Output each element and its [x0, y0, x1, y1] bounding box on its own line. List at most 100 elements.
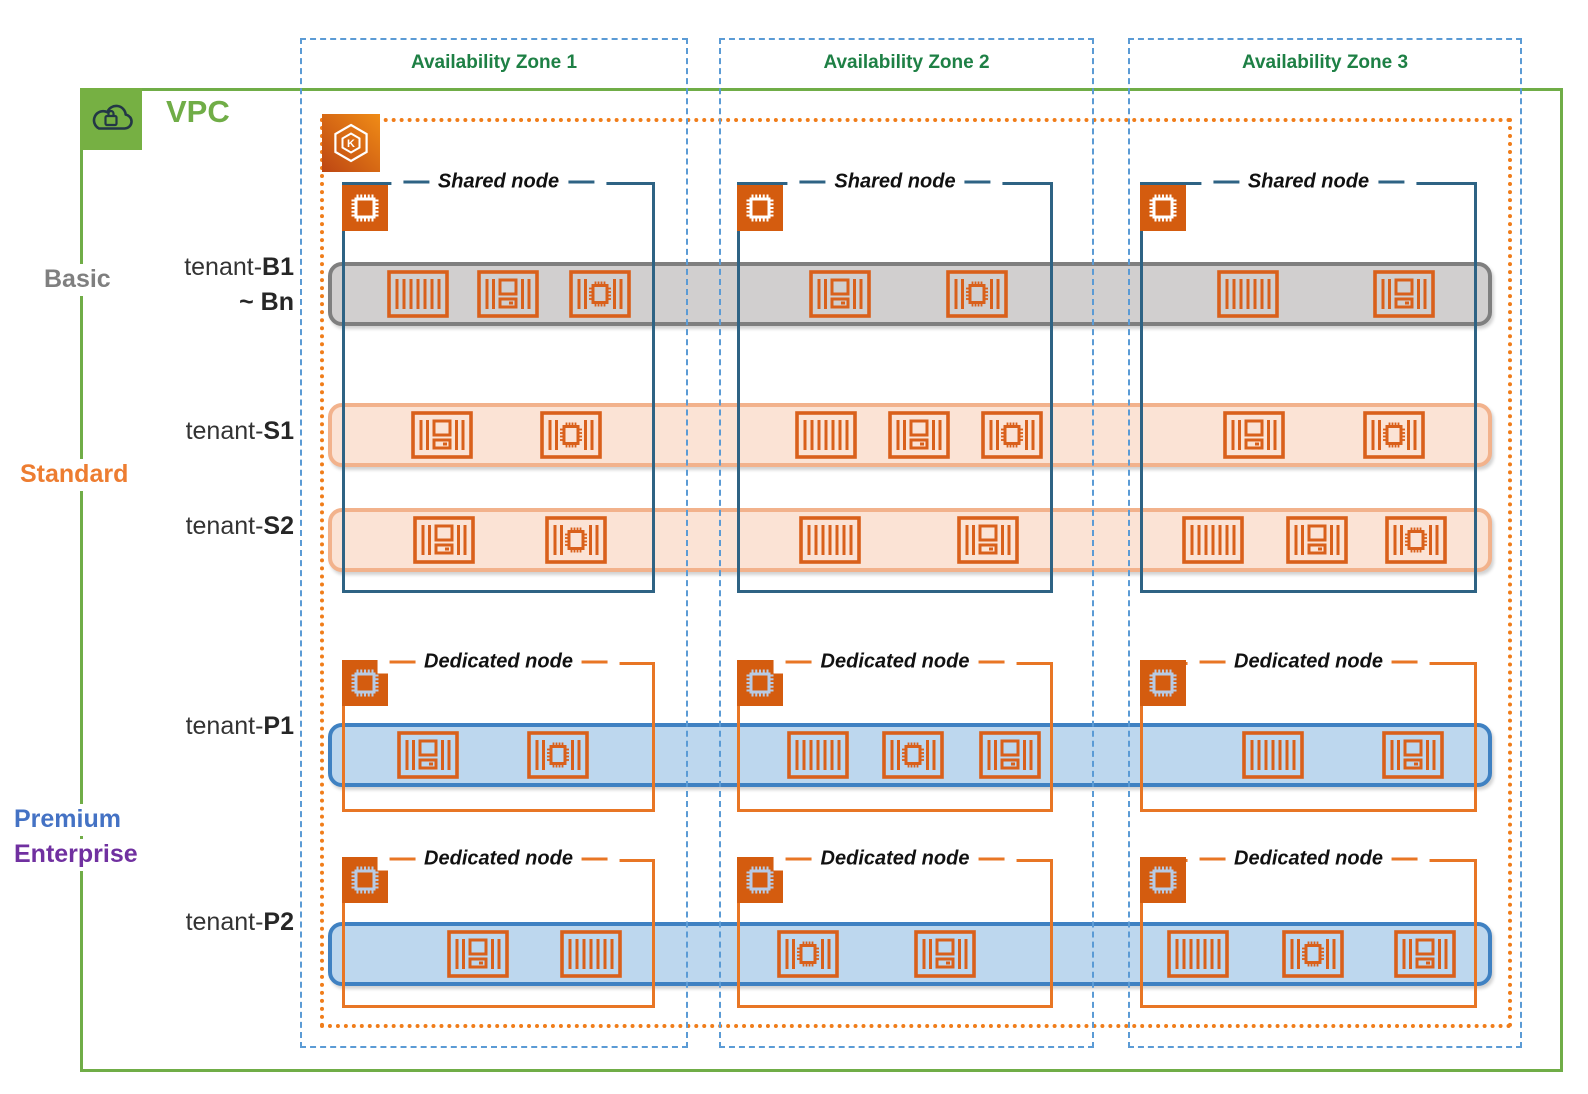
shared-node-label-az1: Shared node	[390, 170, 607, 194]
container-instance-icon	[888, 411, 950, 459]
container-instance-icon	[979, 731, 1041, 779]
node-chip-icon-dedicated	[1140, 857, 1186, 903]
availability-zone-label-1: Availability Zone 1	[410, 52, 578, 73]
container-chip-icon	[540, 411, 602, 459]
tenant-prefix: tenant-	[184, 253, 263, 281]
label-dash	[581, 660, 608, 664]
label-dash	[964, 180, 991, 184]
container-instance-icon	[1394, 930, 1456, 978]
dedicated-node-label-az1-row1: Dedicated node	[377, 650, 620, 674]
svg-text:K: K	[347, 138, 355, 150]
node-label-text: Shared node	[834, 170, 956, 193]
label-dash	[389, 857, 416, 861]
node-label-text: Dedicated node	[1234, 847, 1383, 870]
container-bars-icon	[795, 411, 857, 459]
node-chip-icon-dedicated	[1140, 660, 1186, 706]
container-bars-icon	[787, 731, 849, 779]
shared-node-label-az3: Shared node	[1200, 170, 1417, 194]
tenant-prefix: tenant-	[185, 712, 264, 740]
label-dash	[1378, 180, 1405, 184]
label-dash	[389, 660, 416, 664]
node-label-text: Dedicated node	[820, 650, 970, 673]
label-dash	[581, 857, 608, 861]
container-chip-icon	[527, 731, 589, 779]
container-instance-icon	[413, 516, 475, 564]
label-dash	[1199, 857, 1226, 861]
container-chip-icon	[1282, 930, 1344, 978]
node-label-text: Dedicated node	[424, 847, 573, 870]
container-bars-icon	[560, 930, 622, 978]
container-chip-icon	[946, 270, 1008, 318]
tenant-id: P1	[263, 712, 294, 740]
tier-label-enterprise: Enterprise	[8, 839, 144, 871]
msk-kafka-icon: K	[322, 114, 380, 172]
dedicated-node-label-az3-row1: Dedicated node	[1187, 650, 1430, 674]
node-chip-icon-shared	[737, 185, 783, 231]
label-dash	[1199, 660, 1226, 664]
label-dash	[568, 180, 595, 184]
container-chip-icon	[1385, 516, 1447, 564]
label-dash	[799, 180, 826, 184]
container-instance-icon	[957, 516, 1019, 564]
label-dash	[785, 857, 812, 861]
tenant-label-B1: tenant-B1 ~ Bn	[94, 250, 294, 320]
container-chip-icon	[882, 731, 944, 779]
dedicated-node-label-az2-row2: Dedicated node	[773, 847, 1017, 871]
availability-zone-box-1	[300, 38, 688, 1048]
availability-zone-box-3	[1128, 38, 1522, 1048]
msk-cluster-boundary	[320, 118, 1512, 1028]
container-instance-icon	[809, 270, 871, 318]
tier-label-standard: Standard	[14, 459, 135, 491]
container-bars-icon	[1217, 270, 1279, 318]
vpc-cloud-lock-icon	[80, 88, 142, 150]
node-label-text: Shared node	[1247, 170, 1370, 193]
label-dash	[785, 660, 812, 664]
container-instance-icon	[1223, 411, 1285, 459]
container-chip-icon	[777, 930, 839, 978]
node-chip-icon-shared	[1140, 185, 1186, 231]
node-label-text: Dedicated node	[424, 650, 573, 673]
container-chip-icon	[981, 411, 1043, 459]
label-dash	[1391, 660, 1418, 664]
tier-label-premium: Premium	[8, 804, 127, 836]
tenant-id-range: ~ Bn	[239, 288, 294, 316]
container-instance-icon	[1286, 516, 1348, 564]
container-chip-icon	[545, 516, 607, 564]
container-chip-icon	[1363, 411, 1425, 459]
dedicated-node-box-az1-row1	[342, 662, 655, 812]
label-dash	[1212, 180, 1239, 184]
container-instance-icon	[914, 930, 976, 978]
availability-zone-box-2	[719, 38, 1094, 1048]
container-instance-icon	[1382, 731, 1444, 779]
vpc-label: VPC	[166, 94, 230, 129]
container-chip-icon	[569, 270, 631, 318]
tenant-label-S1: tenant-S1	[94, 414, 294, 449]
label-dash	[978, 660, 1005, 664]
container-bars-icon	[387, 270, 449, 318]
dedicated-node-label-az1-row2: Dedicated node	[377, 847, 620, 871]
availability-zone-label-2: Availability Zone 2	[823, 52, 990, 73]
node-label-text: Dedicated node	[1234, 650, 1383, 673]
container-bars-icon	[1242, 731, 1304, 779]
tier-label-basic: Basic	[38, 264, 117, 296]
container-instance-icon	[397, 731, 459, 779]
node-label-text: Dedicated node	[820, 847, 970, 870]
tenant-prefix: tenant-	[185, 417, 264, 445]
tenant-label-P2: tenant-P2	[94, 905, 294, 940]
node-label-text: Shared node	[437, 170, 560, 193]
container-bars-icon	[1182, 516, 1244, 564]
tenant-label-P1: tenant-P1	[94, 709, 294, 744]
shared-node-label-az2: Shared node	[787, 170, 1003, 194]
container-instance-icon	[1373, 270, 1435, 318]
label-dash	[402, 180, 429, 184]
node-chip-icon-shared	[342, 185, 388, 231]
label-dash	[1391, 857, 1418, 861]
container-instance-icon	[411, 411, 473, 459]
dedicated-node-label-az3-row2: Dedicated node	[1187, 847, 1430, 871]
tenant-id: B1	[262, 253, 294, 281]
availability-zone-label-3: Availability Zone 3	[1241, 52, 1409, 73]
container-bars-icon	[799, 516, 861, 564]
tenant-id: P2	[263, 908, 294, 936]
container-instance-icon	[447, 930, 509, 978]
